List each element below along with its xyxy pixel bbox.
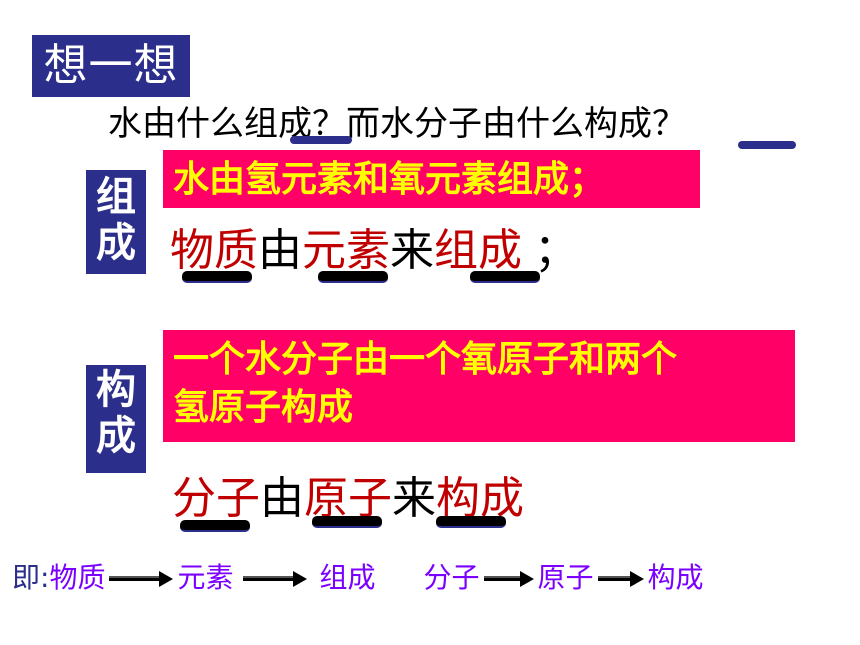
summary-item-atom: 原子 [537, 561, 594, 594]
composition-blank-3 [470, 271, 540, 283]
question-part-4: 构成 [584, 104, 652, 144]
construction-blank-3 [436, 516, 506, 528]
rule-word-compose: 组成 [434, 225, 522, 276]
summary-item-substance: 物质 [49, 561, 106, 594]
arrow-icon [243, 571, 308, 587]
summary-prefix: 即: [12, 561, 50, 594]
construction-blank-2 [312, 516, 382, 528]
composition-blank-2 [318, 271, 388, 283]
rule-word-come: 来 [390, 225, 434, 276]
composition-statement: 水由氢元素和氧元素组成； [163, 150, 700, 208]
rule-word-by: 由 [260, 473, 304, 524]
summary-item-element: 元素 [177, 561, 234, 594]
question-text: 水由什么组成？而水分子由什么构成？ [108, 96, 686, 145]
construction-statement: 一个水分子由一个氧原子和两个 氢原子构成 [163, 330, 795, 442]
construction-rule: 分子由原子来构成 [172, 462, 524, 526]
question-part-1: 水由什么 [108, 104, 244, 144]
composition-blank-1 [182, 271, 252, 283]
composition-label-char-2: 成 [96, 220, 136, 266]
summary-item-molecule: 分子 [423, 561, 480, 594]
composition-label: 组 成 [86, 170, 146, 274]
summary-row: 即:物质 元素 组成 分子 原子 构成 [12, 556, 704, 596]
construction-statement-line-1: 一个水分子由一个氧原子和两个 [173, 339, 678, 380]
composition-rule: 物质由元素来组成； [170, 214, 578, 278]
arrow-icon [483, 571, 534, 587]
arrow-icon [109, 571, 174, 587]
question-underline-1 [290, 136, 352, 144]
arrow-icon [597, 571, 644, 587]
question-part-5: ？ [652, 104, 686, 144]
construction-label-char-2: 成 [96, 413, 136, 459]
summary-item-construct: 构成 [647, 561, 704, 594]
construction-blank-1 [180, 520, 250, 532]
construction-label-char-1: 构 [96, 367, 136, 413]
rule-word-come: 来 [392, 473, 436, 524]
rule-word-molecule: 分子 [172, 473, 260, 524]
question-part-3: ？而水分子由什么 [312, 104, 584, 144]
rule-word-element: 元素 [302, 225, 390, 276]
summary-item-compose: 组成 [319, 561, 376, 594]
construction-statement-line-2: 氢原子构成 [173, 387, 354, 428]
page-title: 想一想 [32, 35, 190, 97]
composition-label-char-1: 组 [96, 174, 136, 220]
rule-word-by: 由 [258, 225, 302, 276]
question-underline-2 [738, 141, 796, 149]
construction-label: 构 成 [86, 365, 146, 473]
rule-word-substance: 物质 [170, 225, 258, 276]
rule-word-semicolon: ； [534, 225, 578, 276]
rule-word-construct: 构成 [436, 473, 524, 524]
composition-statement-text: 水由氢元素和氧元素组成； [173, 159, 606, 200]
rule-word-atom: 原子 [304, 473, 392, 524]
